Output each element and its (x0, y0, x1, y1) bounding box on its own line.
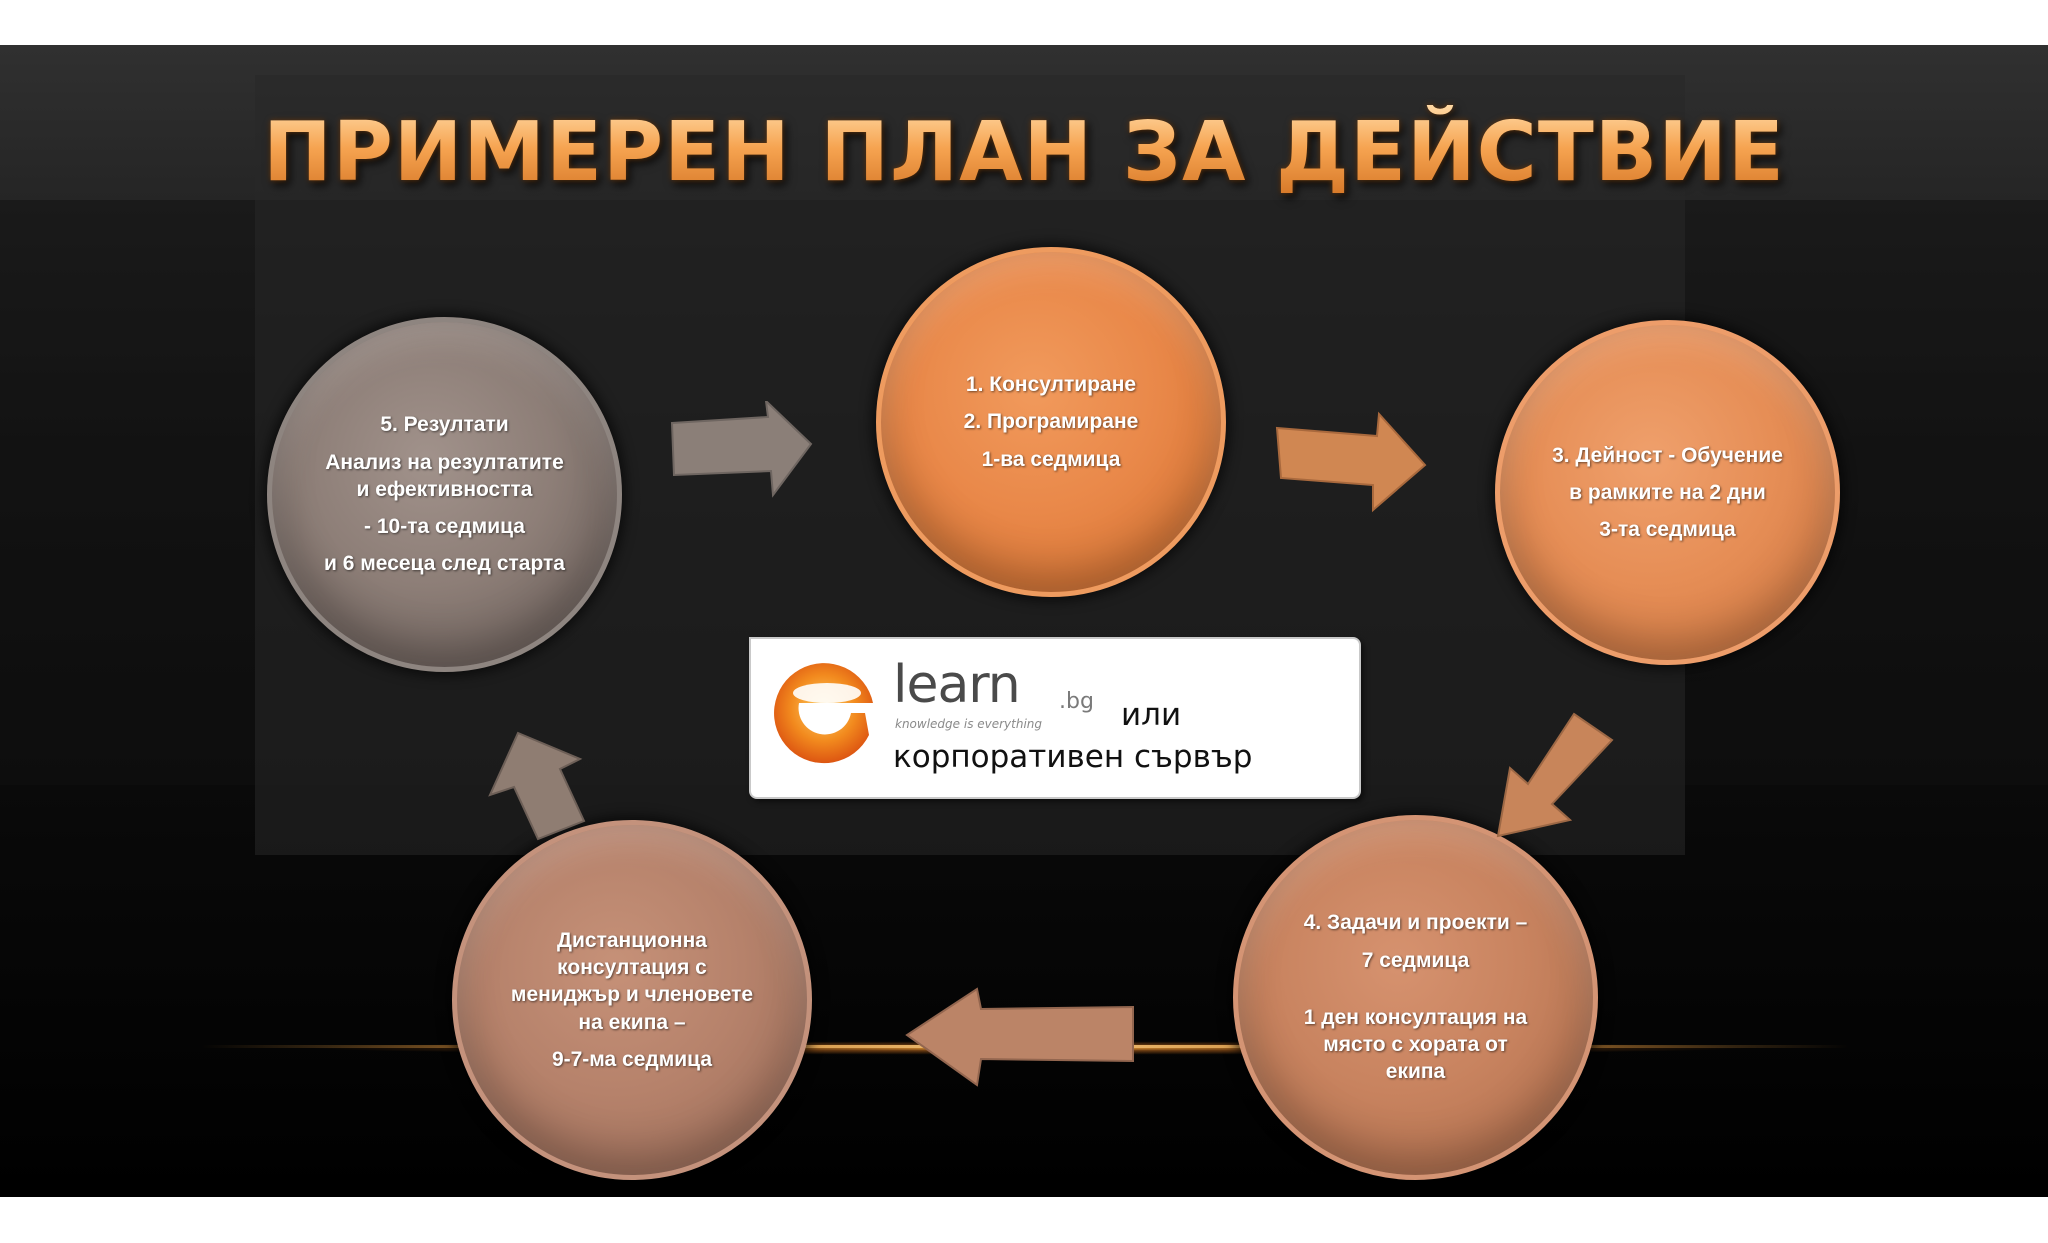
step-results-line: 5. Резултати (380, 413, 509, 437)
arrow-up-icon (488, 731, 586, 841)
arrow-right-icon (1275, 411, 1427, 513)
page-title: ПРИМЕРЕН ПЛАН ЗА ДЕЙСТВИЕ (0, 105, 2048, 200)
step-distance-line: на екипа – (578, 1010, 686, 1034)
step-results-circle: 5. Резултати Анализ на резултатите и ефе… (267, 317, 622, 672)
step-tasks-line: 1 ден консултация на (1303, 1005, 1528, 1029)
arrow-down-left-icon (1496, 712, 1614, 838)
step-consult-circle: 1. Консултиране 2. Програмиране 1-ва сед… (876, 247, 1226, 597)
step-activity-line: 3-та седмица (1599, 518, 1736, 542)
step-distance-circle: Дистанционна консултация с мениджър и чл… (452, 820, 812, 1180)
step-tasks-line: 4. Задачи и проекти – (1303, 911, 1528, 935)
arrow-left-icon (905, 987, 1134, 1087)
step-activity-circle: 3. Дейност - Обучение в рамките на 2 дни… (1495, 320, 1840, 665)
step-distance-line: 9-7-ма седмица (551, 1047, 713, 1071)
corporate-server-label: корпоративен сървър (893, 739, 1253, 775)
step-tasks-line: екипа (1385, 1060, 1446, 1084)
step-distance-line: консултация с (557, 956, 707, 980)
step-activity-line: 3. Дейност - Обучение (1552, 443, 1783, 467)
step-tasks-line: 7 седмица (1361, 948, 1470, 972)
step-tasks-circle: 4. Задачи и проекти – 7 седмица 1 ден ко… (1233, 815, 1598, 1180)
step-distance-line: мениджър и членовете (510, 983, 754, 1007)
step-consult-line: 2. Програмиране (963, 410, 1139, 434)
step-consult-line: 1-ва седмица (981, 447, 1121, 471)
arrow-right-icon (670, 401, 813, 498)
elearn-brand: learn (893, 655, 1021, 715)
step-results-line: - 10-та седмица (364, 515, 525, 539)
or-label: или (1121, 697, 1182, 733)
slide: ПРИМЕРЕН ПЛАН ЗА ДЕЙСТВИЕ 5. Резултати А… (0, 45, 2048, 1197)
step-results-line: и 6 месеца след старта (324, 552, 565, 576)
elearn-domain: .bg (1059, 689, 1094, 714)
elearn-tagline: knowledge is everything (895, 717, 1043, 731)
elearn-logo-box: learn .bg knowledge is everything или ко… (749, 637, 1361, 799)
step-results-line: и ефективността (356, 477, 533, 501)
step-results-line: Анализ на резултатите (325, 450, 564, 474)
elearn-logo-icon (774, 663, 873, 764)
step-activity-line: в рамките на 2 дни (1569, 480, 1766, 504)
step-consult-line: 1. Консултиране (965, 373, 1137, 397)
step-distance-line: Дистанционна (557, 928, 707, 952)
step-tasks-line: място с хората от (1323, 1033, 1508, 1057)
